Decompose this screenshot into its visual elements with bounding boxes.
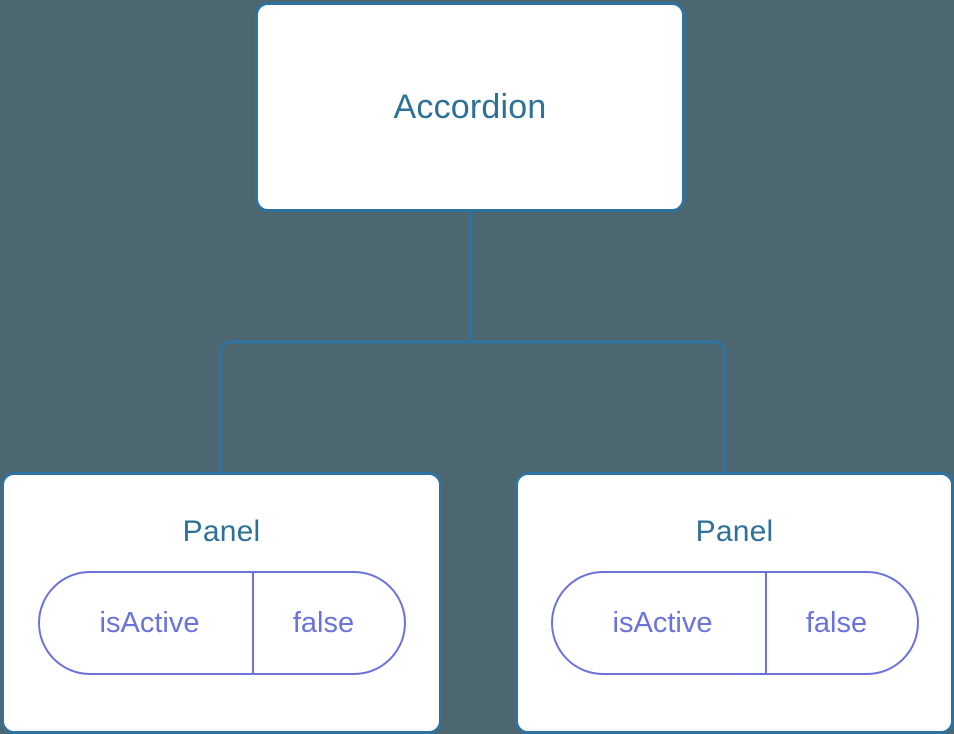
node-accordion-title: Accordion: [393, 88, 547, 126]
prop-value-isactive-right: false: [805, 606, 868, 639]
node-panel-left[interactable]: Panel isActive false: [1, 472, 442, 734]
node-accordion[interactable]: Accordion: [255, 2, 685, 212]
prop-key-isactive-right: isActive: [553, 573, 767, 673]
node-panel-left-title: Panel: [182, 515, 261, 548]
prop-pill-left[interactable]: isActive false: [37, 571, 406, 675]
prop-pill-right[interactable]: isActive false: [550, 571, 919, 675]
edge-root-to-panel-right: [470, 340, 727, 478]
node-panel-right[interactable]: Panel isActive false: [515, 472, 954, 734]
prop-key-isactive-left: isActive: [40, 573, 254, 673]
edge-root-to-panel-left: [218, 340, 470, 478]
prop-value-isactive-left: false: [292, 606, 355, 639]
node-panel-right-title: Panel: [695, 515, 774, 548]
